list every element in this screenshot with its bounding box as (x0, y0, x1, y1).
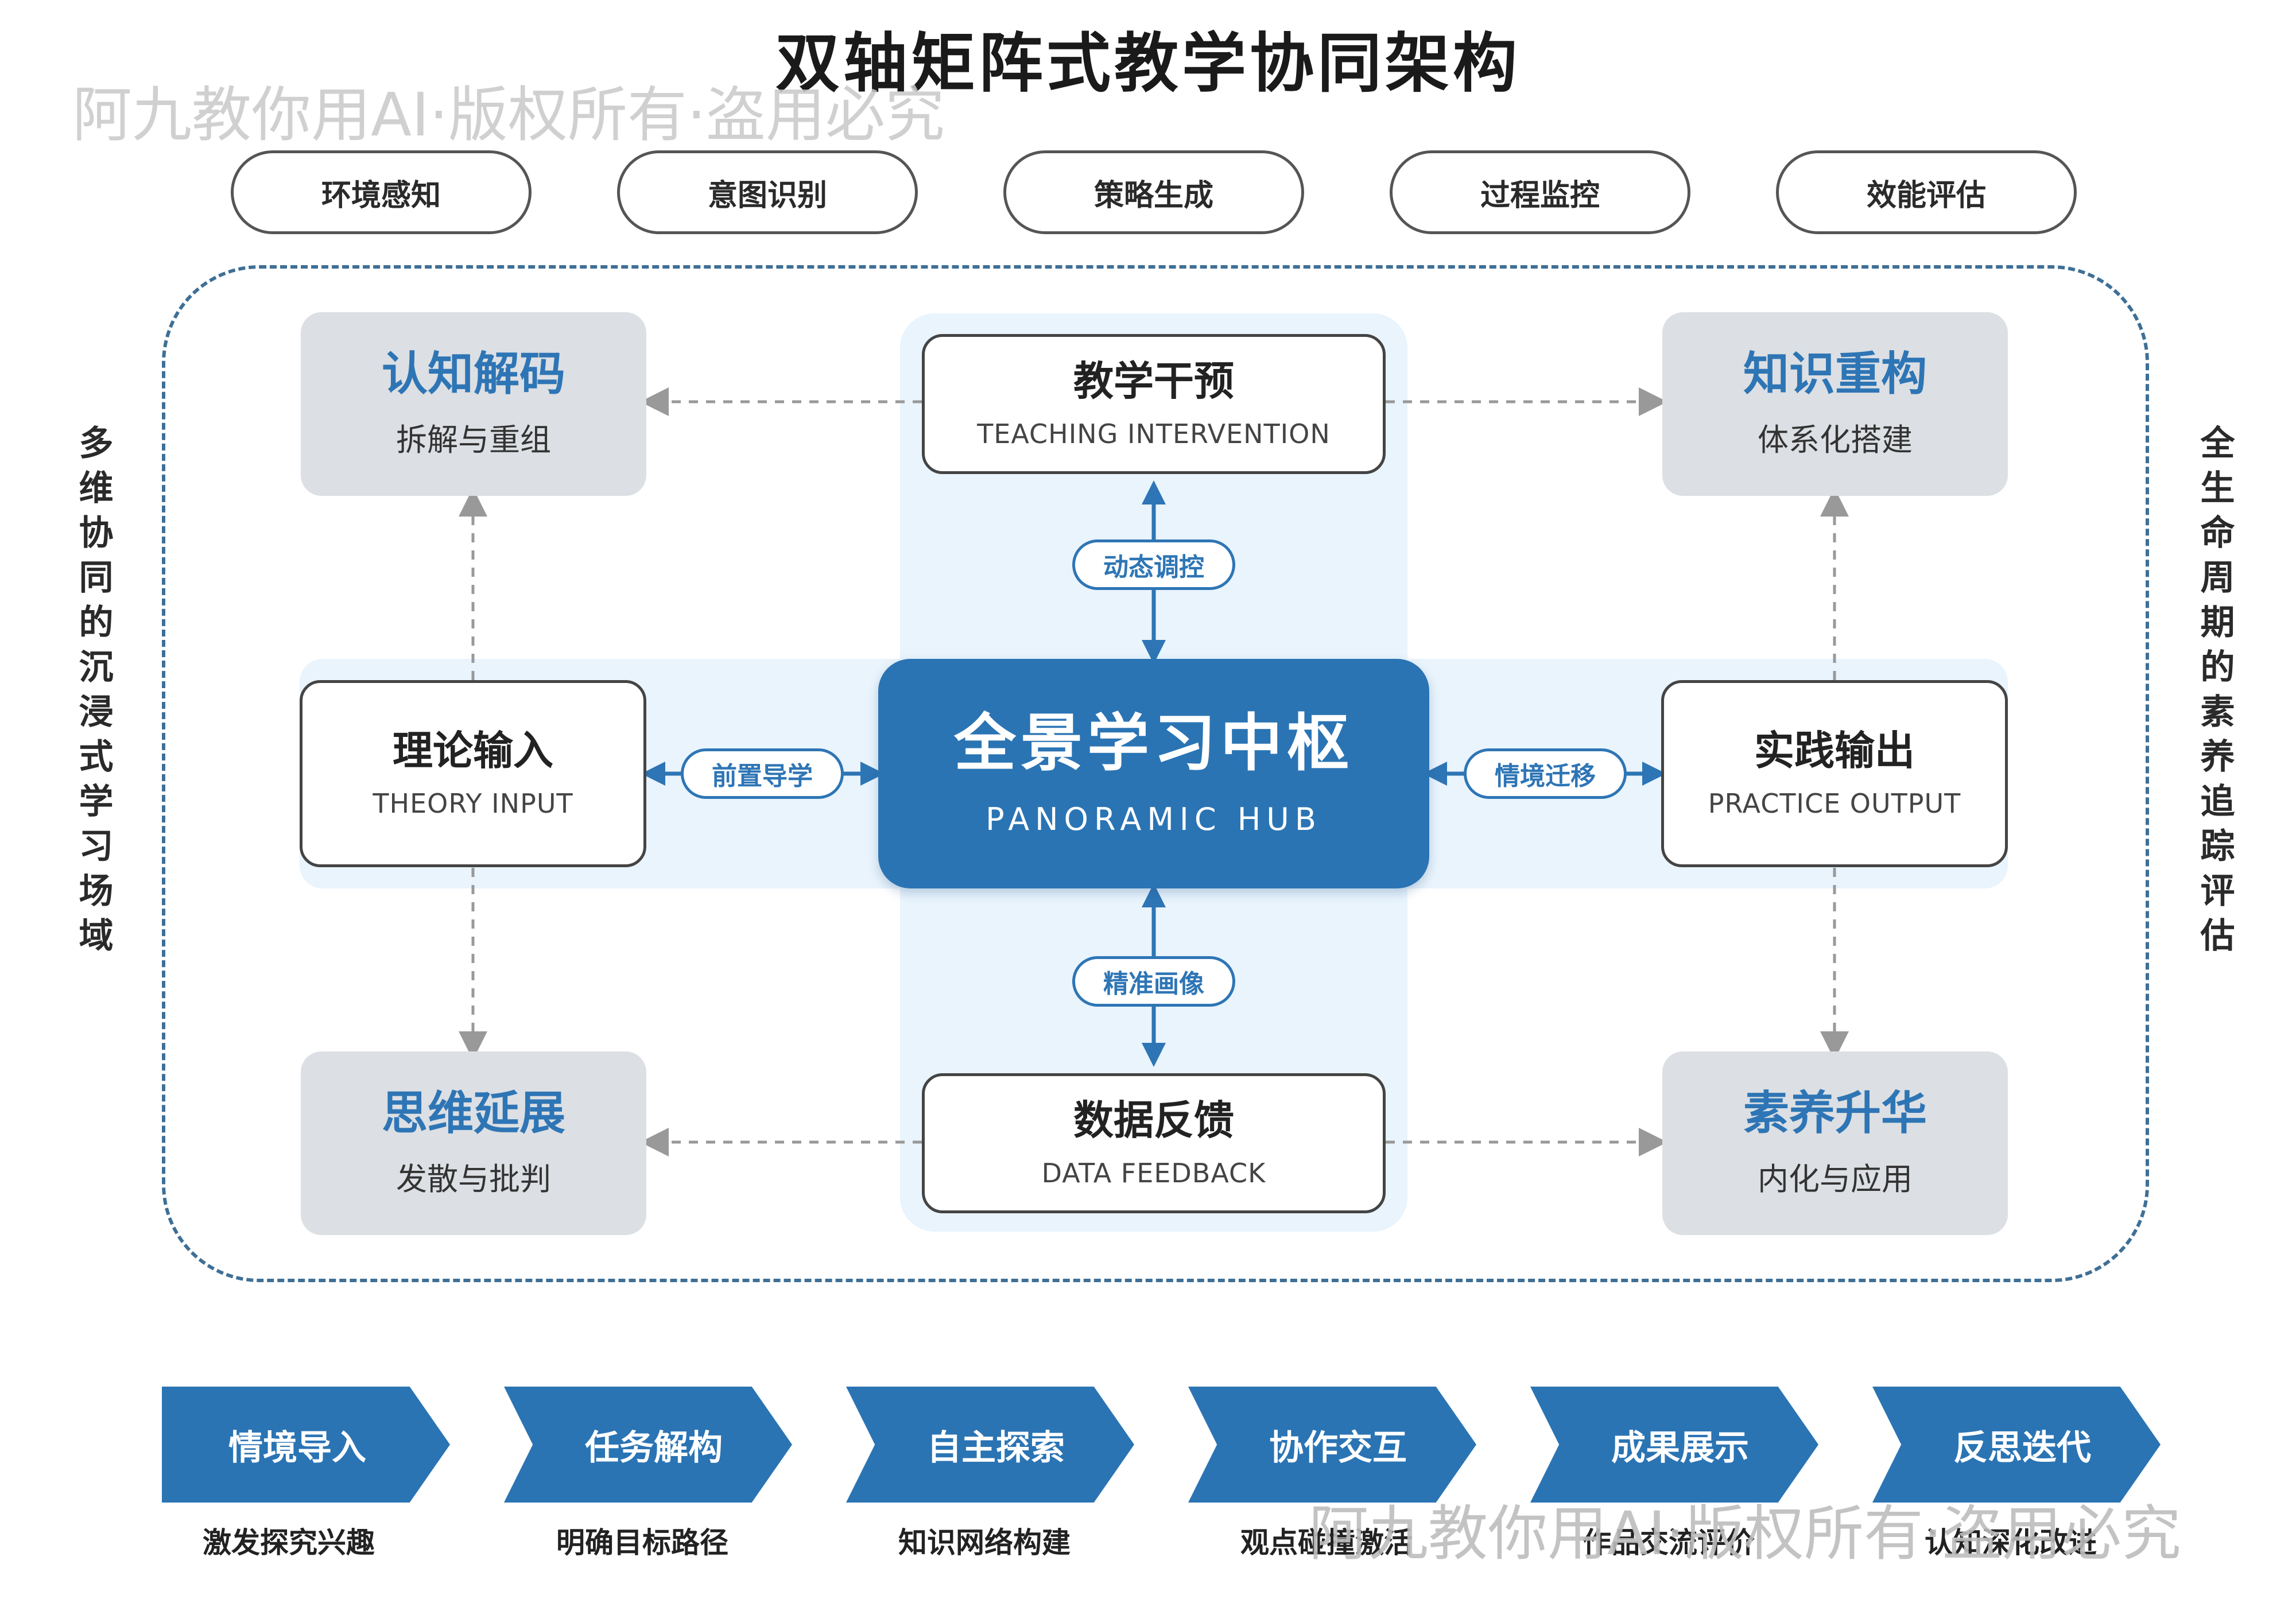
corner-thinking-extension: 思维延展 发散与批判 (301, 1051, 646, 1235)
pill-environment-sensing: 环境感知 (231, 150, 532, 234)
process-step-2-sub: 明确目标路径 (556, 1526, 728, 1559)
corner-literacy-sublimation: 素养升华 内化与应用 (1662, 1051, 2008, 1235)
node-title: 数据反馈 (1073, 1096, 1234, 1144)
process-step-5-sub: 作品交流评价 (1583, 1526, 1755, 1559)
side-label-left: 多维协同的沉浸式学习场域 (73, 425, 113, 962)
connector-precise-profiling: 精准画像 (1072, 956, 1235, 1007)
process-step-5: 成果展示 (1530, 1387, 1818, 1503)
main-dashed-frame (162, 265, 2149, 1282)
node-practice-output: 实践输出 PRACTICE OUTPUT (1661, 680, 2008, 867)
node-data-feedback: 数据反馈 DATA FEEDBACK (922, 1073, 1386, 1213)
side-label-right: 全生命周期的素养追踪评估 (2194, 425, 2235, 962)
node-subtitle: THEORY INPUT (373, 787, 573, 819)
process-step-1: 情境导入 (162, 1387, 450, 1503)
connector-context-transfer: 情境迁移 (1464, 748, 1627, 799)
pill-strategy-generation: 策略生成 (1003, 150, 1304, 234)
node-subtitle: DATA FEEDBACK (1041, 1157, 1266, 1189)
node-teaching-intervention: 教学干预 TEACHING INTERVENTION (922, 334, 1386, 474)
corner-subtitle: 发散与批判 (396, 1160, 551, 1197)
connector-dynamic-regulation: 动态调控 (1072, 539, 1235, 590)
pill-process-monitoring: 过程监控 (1390, 150, 1690, 234)
connector-pre-guidance: 前置导学 (681, 748, 844, 799)
hub-title: 全景学习中枢 (953, 708, 1353, 780)
corner-cognitive-decoding: 认知解码 拆解与重组 (301, 312, 646, 496)
corner-subtitle: 拆解与重组 (396, 421, 551, 458)
node-subtitle: TEACHING INTERVENTION (977, 418, 1331, 449)
pill-effectiveness-evaluation: 效能评估 (1776, 150, 2077, 234)
corner-title: 认知解码 (382, 347, 565, 401)
pill-intent-recognition: 意图识别 (617, 150, 918, 234)
watermark-bottom: 阿九教你用AI·版权所有·盗用必究 (1309, 1499, 2181, 1569)
process-step-6: 反思迭代 (1872, 1387, 2161, 1503)
watermark-top: 阿九教你用AI·版权所有·盗用必究 (72, 80, 945, 150)
corner-title: 素养升华 (1743, 1086, 1927, 1140)
process-step-2: 任务解构 (504, 1387, 792, 1503)
process-step-4-sub: 观点碰撞激活 (1240, 1526, 1413, 1559)
process-step-4: 协作交互 (1188, 1387, 1476, 1503)
process-step-3: 自主探索 (846, 1387, 1134, 1503)
corner-knowledge-reconstruction: 知识重构 体系化搭建 (1662, 312, 2008, 496)
process-step-1-sub: 激发探究兴趣 (203, 1526, 375, 1559)
panoramic-hub: 全景学习中枢 PANORAMIC HUB (878, 659, 1429, 888)
corner-subtitle: 体系化搭建 (1758, 421, 1913, 458)
node-subtitle: PRACTICE OUTPUT (1708, 787, 1961, 819)
corner-title: 知识重构 (1743, 347, 1927, 401)
hub-subtitle: PANORAMIC HUB (986, 801, 1322, 837)
node-title: 理论输入 (393, 727, 553, 774)
process-step-3-sub: 知识网络构建 (898, 1526, 1071, 1559)
node-title: 实践输出 (1754, 727, 1915, 774)
page-title: 双轴矩阵式教学协同架构 (775, 26, 1521, 101)
node-theory-input: 理论输入 THEORY INPUT (300, 680, 646, 867)
corner-title: 思维延展 (382, 1086, 565, 1140)
node-title: 教学干预 (1073, 357, 1234, 405)
corner-subtitle: 内化与应用 (1758, 1160, 1913, 1197)
process-step-6-sub: 认知深化改进 (1925, 1526, 2097, 1559)
